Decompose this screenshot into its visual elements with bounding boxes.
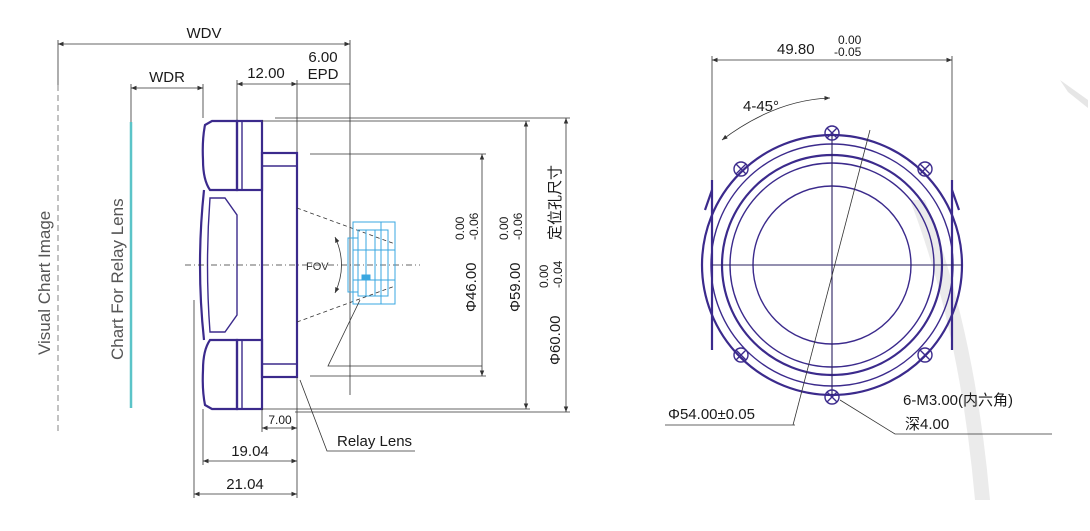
angle-label: 4-45° (743, 98, 779, 115)
dim-19-label: 19.04 (231, 443, 269, 460)
dia-46-tol-lower: -0.06 (467, 212, 481, 240)
width-label: 49.80 (777, 41, 815, 58)
lens-mount-flange (260, 151, 299, 379)
relay-lens-label: Relay Lens (337, 433, 412, 450)
background-brush-stroke (910, 200, 990, 500)
dia-60-tol-upper: 0.00 (537, 264, 551, 288)
visual-chart-label: Visual Chart Image (35, 211, 54, 355)
side-view: Visual Chart Image Chart For Relay Lens … (35, 25, 570, 498)
dim-7-label: 7.00 (268, 413, 292, 427)
diameter-leader (792, 129, 871, 426)
flat-side-1 (703, 189, 714, 211)
locating-hole-label: 定位孔尺寸 (547, 165, 564, 240)
bolt-holes (733, 125, 933, 405)
angle-arc (721, 95, 831, 141)
depth-label: 深4.00 (905, 416, 949, 433)
thread-label: 6-M3.00(内六角) (903, 392, 1013, 409)
dia-60-label: Φ60.00 (547, 315, 564, 365)
fov-arc (334, 236, 342, 294)
relay-lens-leader (299, 379, 415, 452)
lens-front-element-bottom (201, 338, 239, 411)
wdv-label: WDV (187, 25, 222, 42)
lens-barrel-bottom (235, 338, 264, 411)
dia-46-label: Φ46.00 (463, 262, 480, 312)
dia-60-tol-lower: -0.04 (551, 260, 565, 288)
dia-54-label: Φ54.00±0.05 (668, 406, 755, 423)
thread-leader (839, 399, 1052, 435)
wdr-label: WDR (149, 69, 185, 86)
lens-inner-element (206, 197, 238, 333)
relay-chart-label: Chart For Relay Lens (108, 198, 127, 360)
front-view: 49.80 0.00 -0.05 4-45° Φ54 (665, 33, 1088, 500)
epd-value: 6.00 (308, 49, 337, 66)
epd-label: EPD (308, 66, 339, 83)
dim-21-label: 21.04 (226, 476, 264, 493)
dia-46-tol-upper: 0.00 (453, 216, 467, 240)
lens-front-element-top (201, 119, 239, 192)
fov-ray-top (296, 207, 396, 245)
lens-barrel-top (235, 119, 264, 192)
dim-12-label: 12.00 (247, 65, 285, 82)
background-brush-stroke-top (1060, 80, 1088, 108)
fov-label: FOV (306, 261, 329, 273)
dia-59-tol-upper: 0.00 (497, 216, 511, 240)
relay-leader-line (327, 299, 482, 367)
width-tol-upper: 0.00 (838, 33, 862, 47)
fov-ray-bottom (296, 285, 396, 323)
width-tol-lower: -0.05 (834, 45, 862, 59)
relay-lens-drawing (347, 221, 396, 305)
dia-59-label: Φ59.00 (507, 262, 524, 312)
dia-59-tol-lower: -0.06 (511, 212, 525, 240)
flat-side-2 (950, 189, 961, 211)
